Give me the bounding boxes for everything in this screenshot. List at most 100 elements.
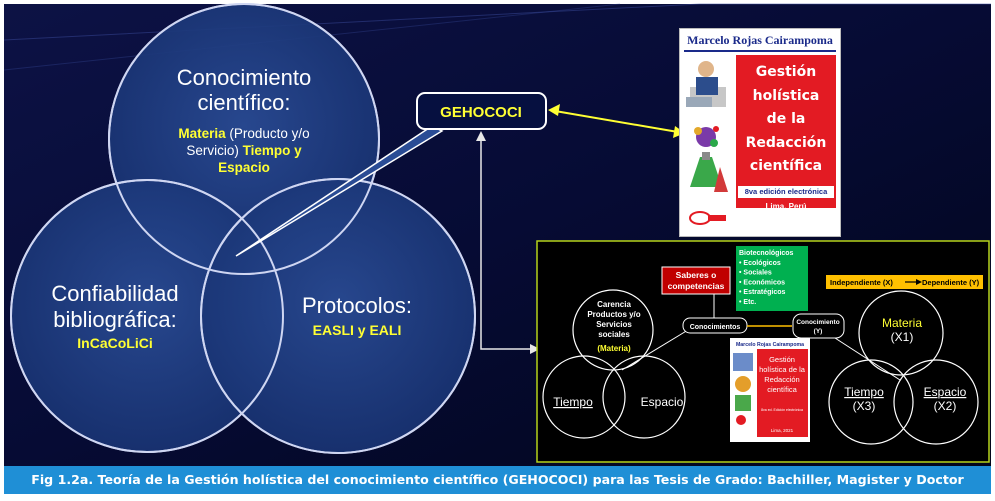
left-circle-title-2: bibliográfica: [53,307,177,332]
right-circle-title: Protocolos: [302,293,412,318]
conocimientos-pointer [621,329,689,371]
inset-tiempo-r: Tiempo [844,385,884,399]
mini-book-title-line: científica [767,385,797,394]
book-note: Edición bicentenario [765,225,807,230]
circle-confiabilidad-outline [10,179,284,453]
top-circle-detail-2: Servicio) Tiempo y [186,143,302,158]
book-title-line: de la [766,111,806,127]
conocimiento-y-box [792,313,845,339]
arrow-to-book [554,110,679,133]
inset-materia-r: Materia [882,316,922,330]
book-cover: Marcelo Rojas Cairampoma Gestión holísti… [679,28,841,237]
carencia-line: sociales [598,330,630,339]
top-circle-materia: Materia [178,126,226,141]
book-city-year: Lima, Perú 2021 [736,201,836,223]
mini-book-title-line: holística de la [759,365,806,374]
inset-espacio-left: Espacio [641,395,684,409]
book-title-line: Redacción [745,134,827,151]
book-city: Lima, Perú [765,202,807,211]
indep-dep-box [826,275,983,289]
conocimiento-y-label-1: Conocimiento [796,319,839,326]
flask-icon [690,152,728,192]
inset-circle-espacio-r [893,359,979,445]
circle-protocolos-outline [200,178,476,454]
inset-circle-tiempo [542,355,626,439]
publisher-logo [688,211,728,225]
indep-label: Independiente (X) [830,278,893,287]
top-circle-producto: (Producto y/o [226,126,310,141]
mini-book-title-line: Gestión [769,355,795,364]
carencia-line: Servicios [596,320,632,329]
mini-book-edition: 8va ed. Edición electrónica [761,408,803,412]
saberes-label-2: competencias [668,281,725,291]
inset-tiempo-left: Tiempo [553,395,593,409]
saberes-label-1: Saberes o [676,270,717,280]
mini-book-molecule-image [735,376,751,392]
left-circle-detail: InCaCoLiCi [77,335,152,351]
top-circle-title-1: Conocimiento [177,65,312,90]
inset-panel: Biotecnológicos • Ecológicos • Sociales • E… [536,240,990,463]
figure-caption: Fig 1.2a. Teoría de la Gestión holística… [4,466,991,494]
gehococi-label: GEHOCOCI [440,104,522,121]
book-title: Gestión holística de la Redacción cientí… [736,61,836,179]
book-author: Marcelo Rojas Cairampoma [687,33,833,47]
book-title-line: Gestión [755,64,817,80]
biotech-box [736,246,808,311]
gehococi-box [416,92,547,130]
inset-espacio-r: Espacio [924,385,967,399]
inset-x3: (X3) [853,399,876,413]
biotech-item: • Económicos [739,279,785,286]
biotech-item: Biotecnológicos [739,250,794,257]
top-circle-espacio: Espacio [218,160,270,175]
mini-book-title-line: Redacción [764,375,799,384]
inset-circle-materia-r [858,290,944,376]
book-rule [684,50,836,52]
circle-conocimiento-outline [108,3,380,275]
mini-book-cover: Marcelo Rojas Cairampoma Gestiónholístic… [730,338,810,442]
biotech-item: • Estratégicos [739,289,786,296]
book-red-panel [736,55,836,208]
book-edition: 8va edición electrónica [738,186,834,198]
top-circle-tiempo: Tiempo y [243,143,303,158]
book-title-line: científica [749,158,823,174]
mini-book-person-image [733,353,753,371]
top-circle-title-2: científico: [198,90,291,115]
mini-book-red [757,349,808,437]
inset-circle-espacio [602,355,686,439]
conocimientos-label: Conocimientos [690,324,741,331]
arrow-to-inset [480,138,532,350]
person-icon [686,61,726,107]
left-circle-title-1: Confiabilidad [51,281,178,306]
book-illustrations [686,61,728,192]
mini-book-logo [736,415,746,425]
mini-book-city: Lima, 2021 [771,428,794,433]
carencia-line: Carencia [597,300,631,309]
molecule-icon [694,126,719,147]
right-circle-detail: EASLI y EALI [313,322,402,338]
inset-circle-tiempo-r [828,359,914,445]
indep-arrowhead [916,279,922,285]
conocimiento-y-label-2: (Y) [814,328,823,335]
biotech-list: Biotecnológicos • Ecológicos • Sociales • E… [739,250,794,306]
carencia-line: Productos y/o [587,310,640,319]
dep-label: Dependiente (Y) [922,278,980,287]
biotech-item: • Etc. [739,299,756,306]
book-year: 2021 [777,213,795,222]
book-title-line: holística [752,87,820,104]
inset-x2: (X2) [934,399,957,413]
top-circle-detail-1: Materia (Producto y/o [178,126,309,141]
arrowhead-up [476,131,486,141]
arrowhead-inset [530,344,540,354]
saberes-box [661,266,731,295]
arrowhead-left [548,104,560,116]
mini-book-flask-image [735,395,751,411]
materia-tag: (Materia) [597,344,631,353]
biotech-item: • Sociales [739,270,772,277]
top-circle-servicio: Servicio) [186,143,242,158]
biotech-item: • Ecológicos [739,260,781,267]
mini-book-author: Marcelo Rojas Cairampoma [736,342,804,348]
